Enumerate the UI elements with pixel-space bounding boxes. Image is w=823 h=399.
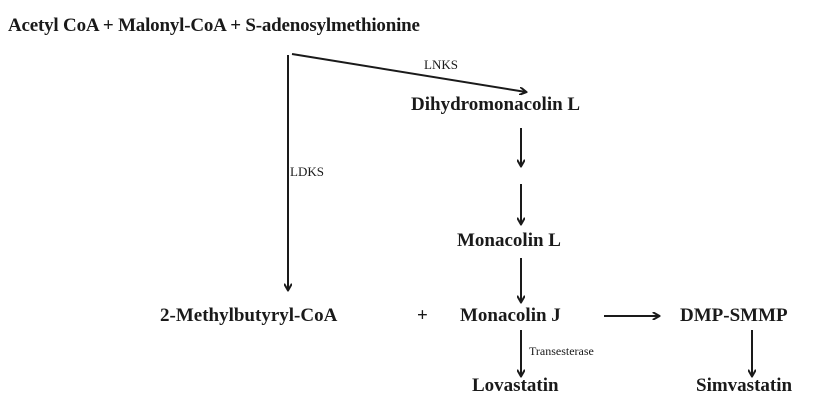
node-methylbutyryl-coa: 2-Methylbutyryl-CoA [160,305,338,326]
enzyme-label-transesterase: Transesterase [529,344,594,358]
node-substrates: Acetyl CoA + Malonyl-CoA + S-adenosylmet… [8,15,420,36]
arrow-substrates-to-dihydromonacolin-l [291,53,526,92]
node-dmp-smmp: DMP-SMMP [680,305,788,326]
enzyme-label-lnks: LNKS [424,57,458,72]
node-monacolin-j: Monacolin J [460,305,561,326]
node-monacolin-l: Monacolin L [457,230,561,251]
node-simvastatin: Simvastatin [696,375,793,396]
plus-sign: + [417,305,428,326]
node-dihydromonacolin-l: Dihydromonacolin L [411,94,581,115]
node-lovastatin: Lovastatin [472,375,559,396]
enzyme-label-ldks: LDKS [290,164,324,179]
